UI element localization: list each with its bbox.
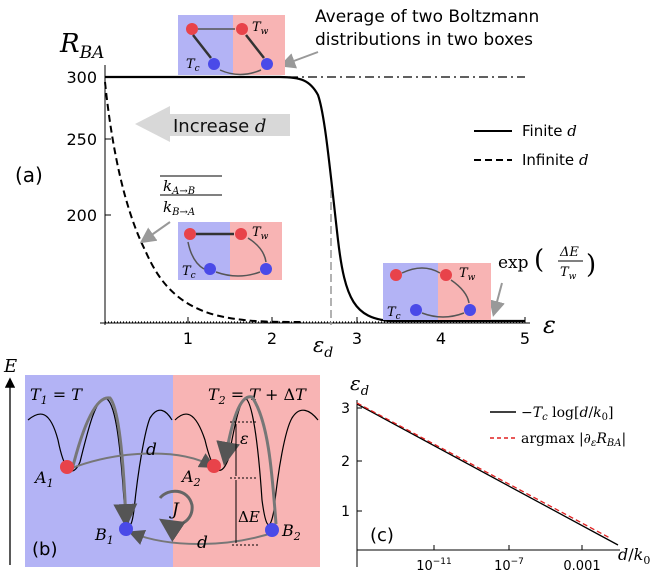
- axis-c-xlabel: d/k0: [618, 545, 650, 567]
- b-cold-box: [25, 375, 173, 567]
- c-ytick-3: 3: [341, 401, 350, 417]
- c-ytick-1: 1: [341, 504, 350, 520]
- a-series-infinite-d: [104, 81, 301, 323]
- box-diagram-mid: Tc Tw: [178, 222, 282, 281]
- c-ytick-2: 2: [341, 454, 350, 470]
- b-ball-B1: [119, 522, 133, 536]
- a-annotation-exp-frac: ΔE Tw ): [558, 245, 596, 282]
- b-path-top: [71, 452, 216, 469]
- a-annotation-top-1: Average of two Boltzmann: [315, 7, 539, 27]
- c-legend-theory-label: −Tc log[d/k0]: [521, 405, 613, 423]
- a-series-finite-d: [105, 75, 525, 323]
- box-diagram-top: Tc Tw: [178, 15, 285, 76]
- c-legend: −Tc log[d/k0] argmax |∂εRBA|: [490, 405, 626, 449]
- b-label-d-bottom: d: [197, 533, 208, 553]
- b-energy-label: E: [3, 356, 17, 377]
- b-right-temp: T2 = T + ΔT: [208, 385, 307, 407]
- b-ball-A1: [60, 460, 74, 474]
- svg-text:kB→A: kB→A: [163, 198, 195, 218]
- b-label-d-top: d: [146, 440, 157, 460]
- c-xtick-1e-7: 10−7: [494, 557, 524, 574]
- a-eps-d-label: εd: [313, 333, 333, 361]
- a-annotation-top-pointer: [279, 51, 319, 69]
- a-annotation-ratio-pointer: [139, 221, 171, 244]
- c-legend-argmax-label: argmax |∂εRBA|: [521, 431, 626, 449]
- panel-b-label: (b): [32, 539, 57, 560]
- b-ball-B2: [265, 523, 279, 537]
- c-xtick-0.001: 0.001: [563, 559, 600, 574]
- svg-text:ΔE: ΔE: [559, 245, 579, 260]
- panel-a-label: (a): [15, 163, 43, 187]
- svg-text:): ): [586, 250, 596, 280]
- a-ytick-200: 200: [66, 206, 97, 225]
- a-y-ticks: 300 250 200: [66, 68, 111, 225]
- b-energy-brackets: [230, 421, 258, 546]
- panel-a: RBA ε (a) 300 250 200 1 2 3 4 5: [15, 7, 596, 361]
- b-path-left: [70, 396, 138, 528]
- b-path-right: [216, 395, 278, 525]
- panel-b: E T1 = T T2 = T + ΔT A1 A2 B1 B2 d d J: [3, 356, 320, 567]
- a-ytick-300: 300: [66, 68, 97, 87]
- b-label-J: J: [169, 500, 180, 520]
- c-y-ticks: 3 2 1: [341, 401, 362, 520]
- b-label-eps: ε: [240, 429, 249, 448]
- a-legend: Finite d Infinite d: [474, 122, 589, 169]
- b-path-bottom: [128, 529, 279, 545]
- a-xtick-3: 3: [352, 329, 362, 348]
- b-warm-box: [173, 375, 320, 567]
- axis-c-ylabel: εd: [350, 371, 369, 399]
- panel-c: εd d/k0 3 2 1 10−11 10−7 0.001 −Tc log[d…: [341, 371, 650, 574]
- box-diagram-right: Tc Tw: [383, 263, 491, 322]
- c-series-theory: [356, 403, 619, 546]
- c-xtick-1e-11: 10−11: [416, 557, 452, 574]
- b-label-dE: ΔE: [238, 508, 260, 526]
- axis-a-xlabel: ε: [543, 311, 556, 339]
- a-xtick-4: 4: [436, 329, 446, 348]
- a-annotation-exp: exp (: [498, 245, 544, 275]
- a-annotation-exp-pointer: [489, 282, 505, 317]
- a-xtick-5: 5: [520, 329, 530, 348]
- panel-c-label: (c): [370, 525, 394, 546]
- c-series-argmax: [356, 402, 611, 539]
- a-ytick-250: 250: [66, 130, 97, 149]
- b-ball-A2: [207, 459, 221, 473]
- svg-text:kA→B: kA→B: [163, 177, 195, 197]
- increase-d-arrow: Increase d: [135, 106, 290, 142]
- increase-d-label: Increase d: [173, 116, 266, 137]
- c-x-ticks: 10−11 10−7 0.001: [416, 545, 601, 574]
- b-potential-left: [27, 397, 173, 526]
- b-left-temp: T1 = T: [30, 385, 83, 407]
- axis-a-ylabel: RBA: [59, 29, 104, 63]
- a-legend-infinite-label: Infinite d: [522, 151, 589, 169]
- a-xtick-1: 1: [183, 329, 193, 348]
- svg-text:Tw: Tw: [560, 265, 577, 282]
- a-annotation-top-2: distributions in two boxes: [315, 30, 533, 50]
- a-legend-finite-label: Finite d: [522, 122, 577, 140]
- b-current-loop: [158, 489, 194, 542]
- a-xtick-2: 2: [267, 329, 277, 348]
- a-annotation-ratio: kA→B kB→A: [160, 175, 222, 218]
